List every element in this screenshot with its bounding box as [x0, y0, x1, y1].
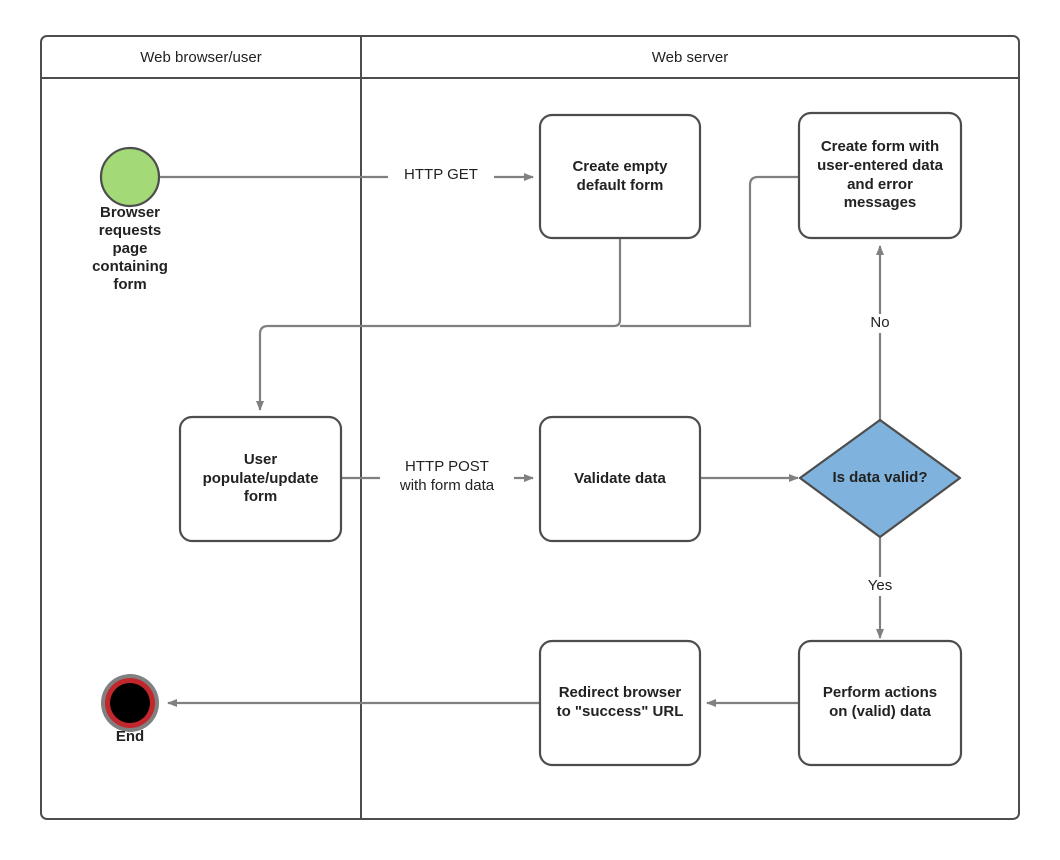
edge-create-empty-down: [256, 238, 622, 411]
node-create-empty-form-shape[interactable]: [538, 113, 702, 240]
edges-group: [160, 173, 884, 707]
node-validate-data-shape[interactable]: [538, 415, 702, 543]
edge-create-errors-down: [620, 175, 799, 328]
node-caption-start: Browser requests page containing form: [92, 204, 168, 293]
edge-label-http-get: HTTP GET: [388, 166, 494, 185]
node-user-populate-form-shape[interactable]: [178, 415, 343, 543]
node-create-form-errors-shape[interactable]: [797, 111, 963, 240]
node-perform-actions-shape[interactable]: [797, 639, 963, 767]
node-start-shape[interactable]: [99, 146, 161, 208]
node-caption-end: End: [115, 728, 145, 745]
nodes-group: [99, 111, 963, 767]
edge-label-http-post: HTTP POST with form data: [380, 458, 514, 496]
node-is-data-valid-shape[interactable]: [798, 418, 962, 539]
lane-title-browser: Web browser/user: [140, 48, 262, 66]
edge-label-no: No: [852, 314, 908, 333]
node-end-shape[interactable]: [101, 674, 159, 732]
edge-label-yes: Yes: [852, 577, 908, 596]
node-redirect-browser-shape[interactable]: [538, 639, 702, 767]
lane-title-server: Web server: [651, 48, 729, 66]
swimlane-container: [40, 35, 1020, 820]
